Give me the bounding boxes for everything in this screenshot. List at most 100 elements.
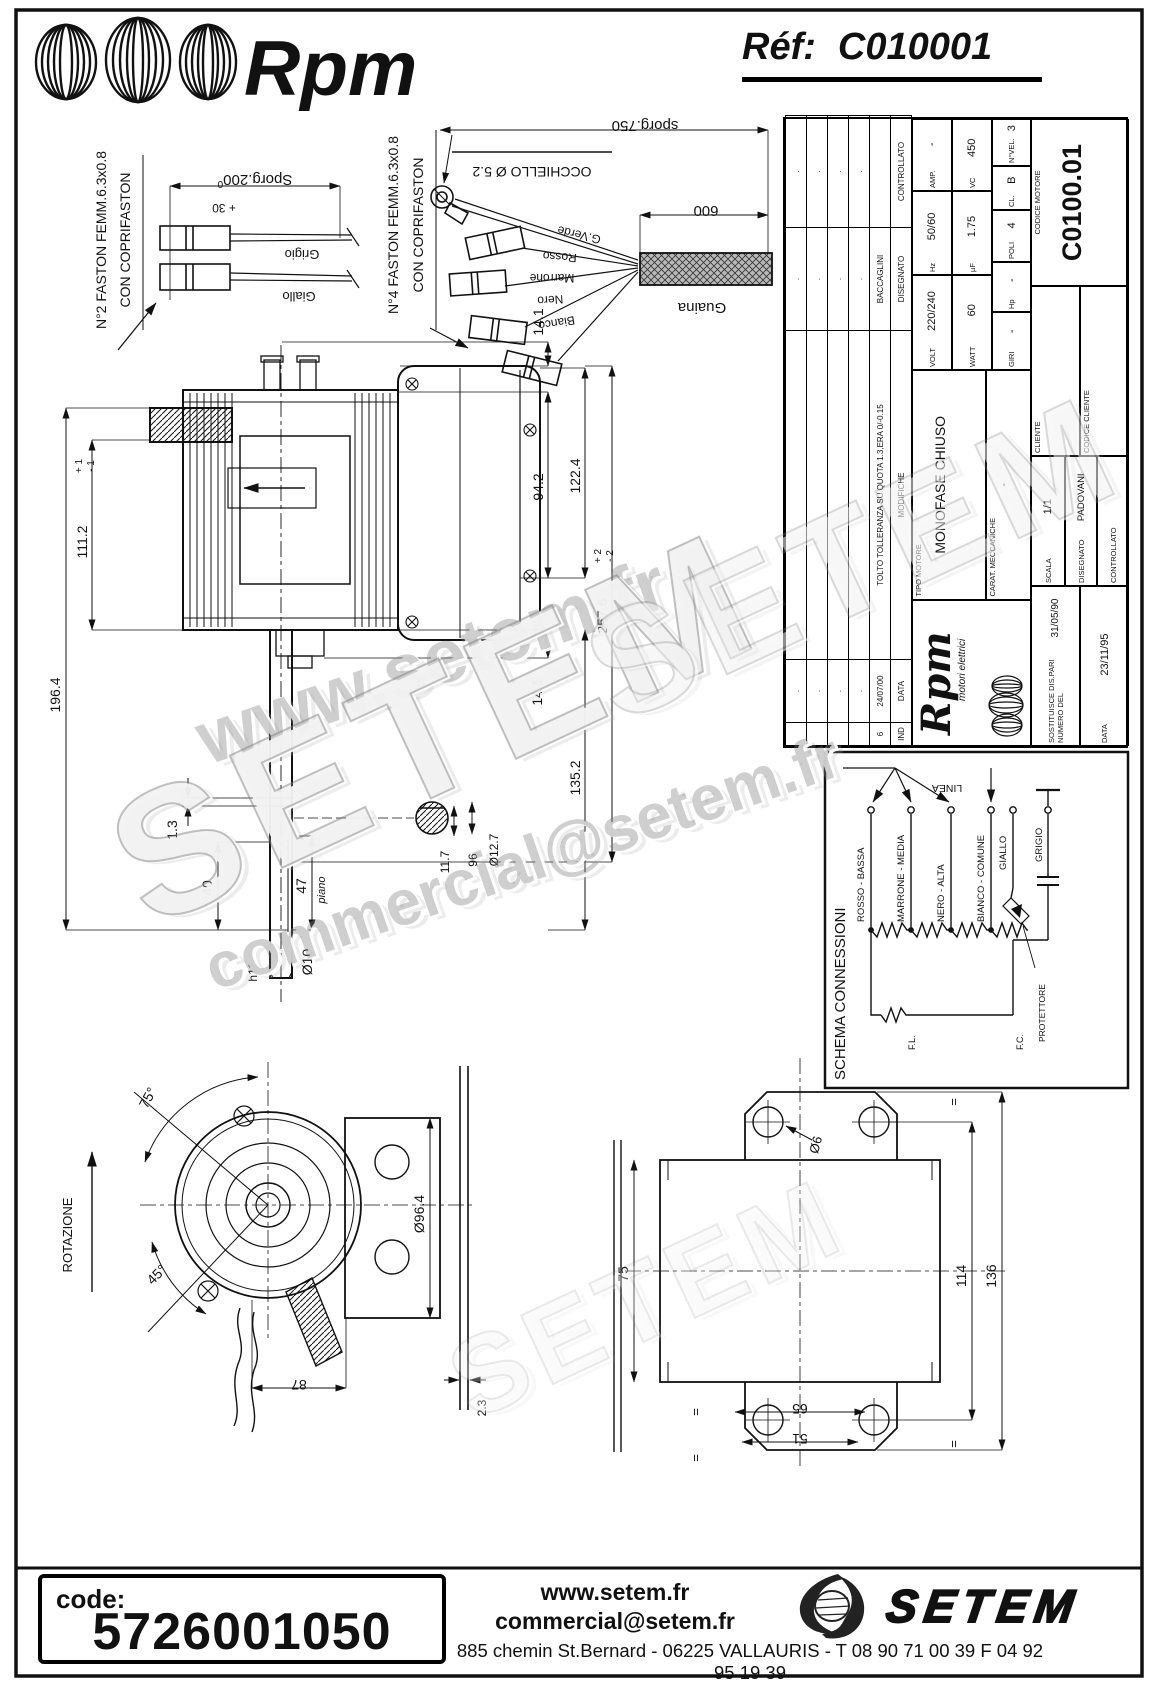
dim-h11: h11	[246, 962, 260, 981]
faston2-dim-sporg: Sporg.2000	[217, 171, 292, 189]
faston2-label-line1: N°2 FASTON FEMM.6.3x0.8	[93, 151, 109, 329]
tb-codice-cliente-cell: CODICE CLIENTE	[1080, 286, 1129, 456]
schema-connessioni-svg: SCHEMA CONNESSIONI	[823, 750, 1130, 1090]
faston4-occhiello-label: OCCHIELLO Ø 5.2	[472, 164, 591, 180]
reference-box: Réf: C010001	[742, 26, 1042, 82]
revision-table: ... ... ... ... 6 24/07/00 TOLTO TOLLERA…	[785, 115, 912, 746]
wire-label-marrone: Marrone	[529, 271, 574, 285]
tb-tipo-motore-cell: TIPO MOTORE MONOFASE CHIUSO	[912, 370, 986, 600]
dim-14-1-bottom: 14.1	[529, 678, 545, 705]
motor-bracket-view: Ø6 75 114 136 = = 65 = 51 =	[613, 1058, 1006, 1466]
faston2-wire-grigio: Grigio	[285, 247, 320, 262]
code-value: 5726001050	[92, 1603, 392, 1661]
stator-laminations	[183, 393, 398, 627]
dim-1-3: 1.3	[164, 820, 180, 840]
code-box: code: 5726001050	[38, 1574, 446, 1664]
bracket-screws	[405, 377, 537, 629]
rev-by: BACCAGLINI	[869, 227, 891, 331]
wire-label-bianco: Bianco	[537, 313, 576, 333]
faston4-dim-sporg: sporg.750	[612, 117, 679, 134]
setem-swirl-icon	[799, 1574, 865, 1639]
tb-coil-icon	[988, 675, 1024, 737]
faston4-wires	[451, 198, 639, 362]
faston4-connector	[464, 225, 526, 261]
tb-rpm-sub: motori elettrici	[957, 638, 968, 701]
faston2-dim-tol: + 30	[212, 201, 236, 215]
eq-mark: =	[688, 1408, 703, 1416]
faston4-guaina-label: Guaina	[677, 299, 726, 316]
rpm-logo-text: Rpm	[244, 24, 417, 112]
faston4-label-line2: CON COPRIFASTON	[410, 157, 426, 292]
dim-40: 40	[199, 880, 215, 896]
dim-51: 51	[792, 1431, 808, 1447]
sheet-border	[14, 8, 1144, 1678]
rev-ind: 6	[869, 722, 891, 746]
faston2-label-line2: CON COPRIFASTON	[117, 172, 133, 307]
schema-fl-label: F.L.	[907, 1035, 917, 1050]
schema-linea-label: LINEA	[932, 782, 962, 794]
rotazione-label: ROTAZIONE	[60, 1197, 75, 1272]
schema-wire-grigio: GRIGIO	[1034, 828, 1045, 862]
tb-carat-cell: CARAT. MECCANICHE -	[986, 370, 1031, 600]
eq-mark: =	[946, 1440, 961, 1448]
body-corner-marks	[667, 1160, 933, 1382]
tb-sostituisce-cell: SOSTITUISCE DIS.PARI NUMERO DEL 31/05/90	[1031, 586, 1080, 746]
rpm-logo-coils	[34, 16, 238, 104]
footer-contact: www.setem.fr commercial@setem.fr	[455, 1578, 775, 1636]
dim-o10: Ø10	[299, 949, 315, 976]
eq-mark: =	[946, 1098, 961, 1106]
motor-side-view	[149, 345, 541, 1002]
schema-title: SCHEMA CONNESSIONI	[832, 907, 849, 1080]
faston2-connector-top	[159, 225, 360, 251]
side-view-dimensions: 196.4 111.2 + 1 - 1 94.2 122.4 14.1 257.…	[47, 308, 616, 981]
ring-terminal	[430, 185, 470, 226]
rev-note: TOLTO TOLLERANZA SU QUOTA 1.3,ERA 0/-0.1…	[869, 330, 891, 660]
eq-mark: =	[688, 1454, 703, 1462]
dim-196-4: 196.4	[47, 677, 63, 712]
code-label: code:	[56, 1584, 126, 1614]
wire-label-nero: Nero	[536, 292, 563, 308]
angle-75: 75°	[136, 1085, 160, 1111]
dim-114: 114	[953, 1265, 969, 1288]
schema-wire-marrone: MARRONE - MEDIA	[896, 834, 907, 922]
schema-connessioni-block: SCHEMA CONNESSIONI	[823, 750, 1130, 1090]
dim-14-1-top: 14.1	[530, 308, 546, 335]
tb-cliente-cell: CLIENTE	[1031, 286, 1080, 456]
faston4-dim-600: 600	[693, 202, 718, 219]
faston2-wire-giallo: Giallo	[282, 289, 315, 304]
schema-wire-giallo: GIALLO	[998, 836, 1009, 870]
faston4-detail: N°4 FASTON FEMM.6.3x0.8 CON COPRIFASTON …	[385, 117, 773, 387]
faston4-label-line1: N°4 FASTON FEMM.6.3x0.8	[385, 136, 401, 314]
tb-rpm-logo: Rpm	[913, 631, 960, 735]
dim-75: 75	[615, 1266, 631, 1282]
footer-site: www.setem.fr	[540, 1579, 690, 1605]
motor-front-view: ROTAZIONE 75° 45° Ø96.4 87 2.3	[60, 1062, 489, 1433]
tb-controllato-cell: CONTROLLATO	[1097, 456, 1129, 586]
faston2-connector-bottom	[159, 263, 360, 291]
dim-2-3: 2.3	[475, 1399, 489, 1416]
wire-label-rosso: Rosso	[542, 249, 577, 265]
dim-11-7: 11.7	[438, 850, 452, 873]
dim-o96-4: Ø96.4	[411, 1195, 427, 1233]
faston2-detail: N°2 FASTON FEMM.6.3x0.8 CON COPRIFASTON …	[93, 151, 360, 351]
ref-value: C010001	[837, 26, 993, 68]
schema-fc-label: F.C.	[1015, 1034, 1025, 1050]
dim-257-tol-up: + 2	[593, 548, 604, 563]
tb-logo-cell: Rpm motori elettrici	[912, 599, 1031, 746]
terminal-bolts	[260, 355, 325, 669]
rev-date: 24/07/00	[869, 659, 891, 723]
dim-piano-label: piano	[316, 877, 328, 905]
wire-label-gverde: G.Verde	[556, 223, 602, 247]
setem-logo-text: SETEM	[883, 1580, 1084, 1632]
faston4-connector	[448, 269, 508, 297]
dim-o6: Ø6	[806, 1135, 825, 1156]
dim-135-2: 135.2	[567, 760, 583, 795]
dim-136: 136	[983, 1264, 999, 1288]
dim-65: 65	[792, 1401, 808, 1417]
title-block: ... ... ... ... 6 24/07/00 TOLTO TOLLERA…	[783, 115, 1129, 748]
setem-logo: SETEM	[799, 1574, 1085, 1639]
faston4-connector	[467, 314, 529, 346]
